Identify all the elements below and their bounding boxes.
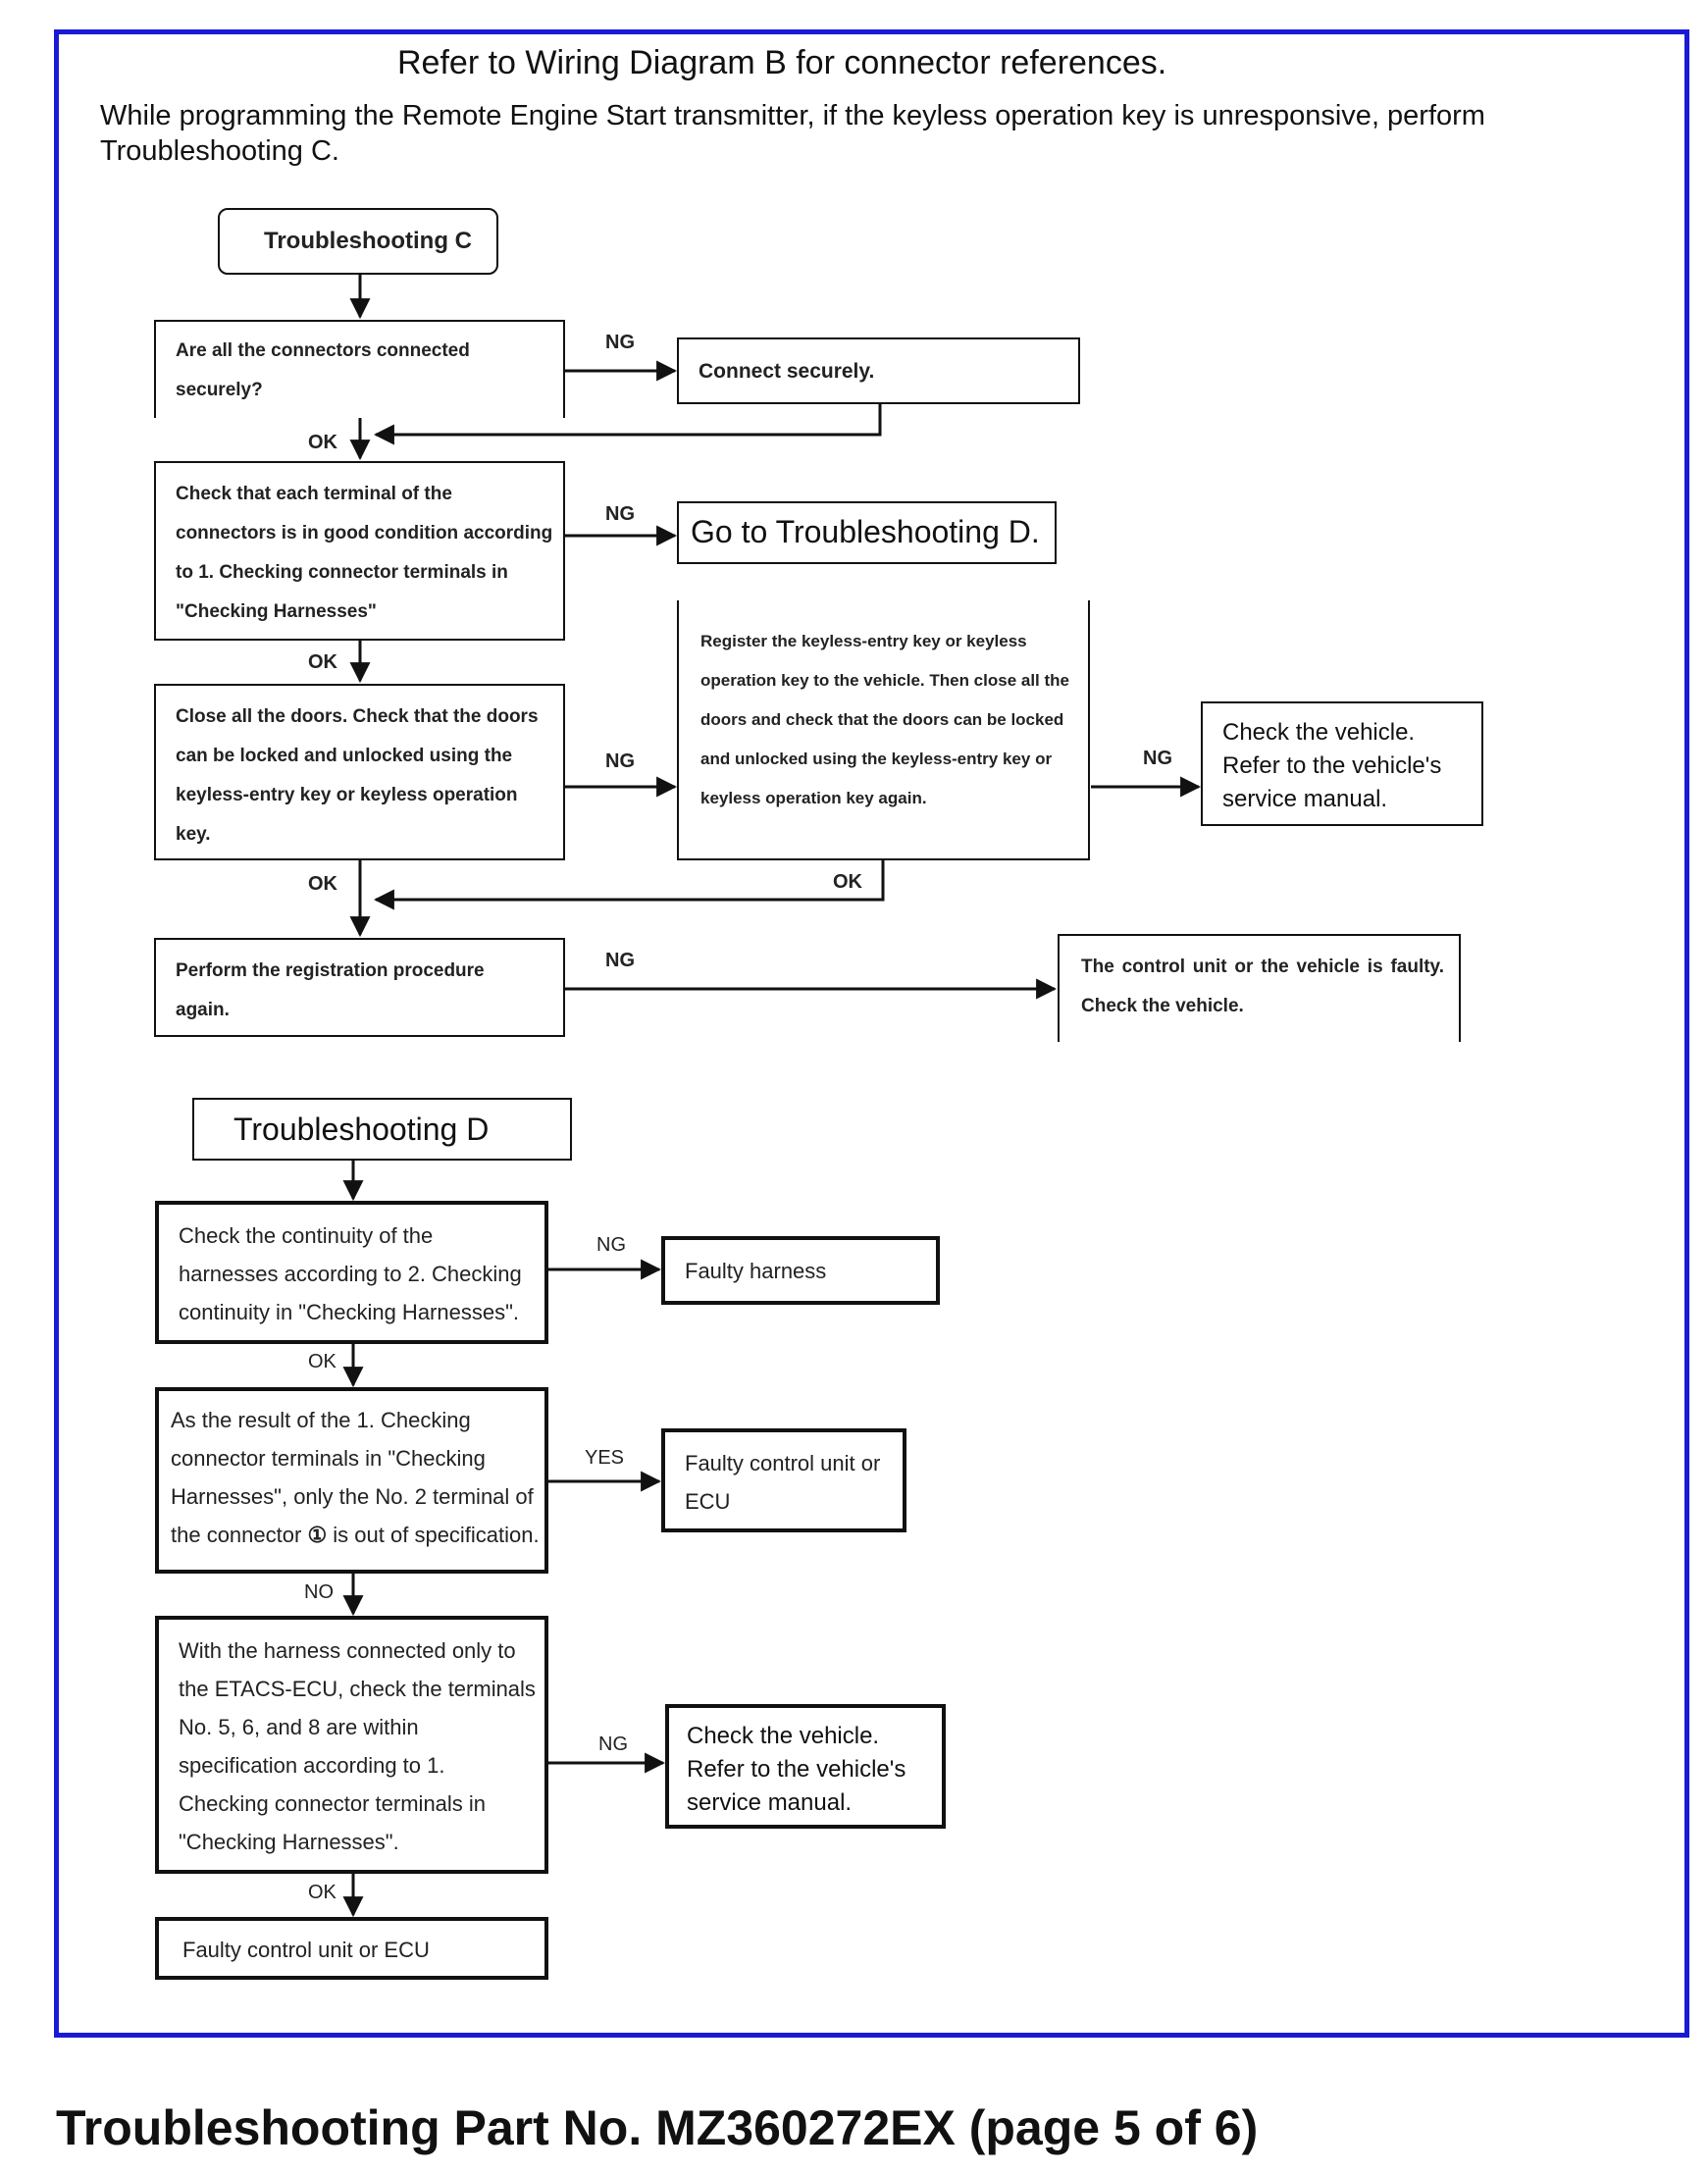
arrow-c-q3ng-ok [373,859,885,910]
flow-c-q3: Close all the doors. Check that the door… [154,684,565,860]
flow-c-q2-text: Check that each terminal of the connecto… [176,484,553,622]
flow-d-start: Troubleshooting D [192,1098,572,1161]
label-d-q1-ok: OK [308,1351,336,1372]
label-d-q2-no: NO [304,1581,334,1603]
label-d-q1-ng: NG [596,1234,626,1256]
flow-d-q2-text: As the result of the 1. Checking connect… [171,1401,548,1554]
label-c-q1-ng: NG [605,332,635,353]
flow-d-a3-ng-text: Check the vehicle. Refer to the vehicle'… [687,1723,906,1816]
flow-c-q3-ng-ng-text: Check the vehicle. Refer to the vehicle'… [1222,719,1442,812]
label-c-q3-ng: NG [605,750,635,772]
flow-c-start-label: Troubleshooting C [264,228,472,254]
page-footer: Troubleshooting Part No. MZ360272EX (pag… [56,2100,1259,2155]
intro-text: While programming the Remote Engine Star… [100,100,1485,167]
flow-d-start-label: Troubleshooting D [233,1112,490,1147]
flow-d-q2-text-before: As the result of the 1. Checking connect… [171,1408,534,1547]
flow-d-end-text: Faulty control unit or ECU [182,1938,430,1962]
flow-c-q3-text: Close all the doors. Check that the door… [176,706,539,845]
flow-d-a2-yes: Faulty control unit or ECU [661,1428,906,1532]
flow-d-q3-text: With the harness connected only to the E… [179,1638,536,1854]
flow-c-q2: Check that each terminal of the connecto… [154,461,565,641]
label-c-q1-ok: OK [308,432,337,453]
flow-c-q4-text: Perform the registration procedure again… [176,960,485,1020]
flow-c-start: Troubleshooting C [218,208,498,275]
flow-c-q4: Perform the registration procedure again… [154,938,565,1037]
page-title: Refer to Wiring Diagram B for connector … [397,44,1167,81]
flow-d-a2-yes-text: Faulty control unit or ECU [685,1451,881,1514]
label-d-q3-ok: OK [308,1882,336,1903]
flow-d-a3-ng: Check the vehicle. Refer to the vehicle'… [665,1704,946,1829]
flow-c-q1-text: Are all the connectors connected securel… [176,340,470,400]
flow-c-q3-ng-ng: Check the vehicle. Refer to the vehicle'… [1201,701,1483,826]
flow-c-q3-ng: Register the keyless-entry key or keyles… [677,600,1090,860]
page-frame [54,29,1689,2038]
flow-d-a1-ng: Faulty harness [661,1236,940,1305]
flow-d-q1-text: Check the continuity of the harnesses ac… [179,1223,522,1324]
label-c-q3ng-ng: NG [1143,748,1172,769]
flow-d-q3: With the harness connected only to the E… [155,1616,548,1874]
flow-d-q2-text-after: is out of specification. [333,1523,540,1547]
flow-c-q3-ng-text: Register the keyless-entry key or keyles… [700,632,1069,807]
flow-c-a2-ng-text: Go to Troubleshooting D. [691,514,1040,549]
flow-c-a4-ng: The control unit or the vehicle is fault… [1058,934,1461,1042]
flow-d-a1-ng-text: Faulty harness [685,1259,827,1283]
flow-c-a1-ng-text: Connect securely. [699,360,875,383]
label-c-q4-ng: NG [605,950,635,971]
label-c-q3-ok: OK [308,873,337,895]
flow-c-q1: Are all the connectors connected securel… [154,320,565,418]
label-c-q2-ng: NG [605,503,635,525]
flow-c-a2-ng: Go to Troubleshooting D. [677,501,1057,564]
label-d-q3-ng: NG [598,1733,628,1755]
connector-symbol-icon: ① [307,1523,328,1547]
arrow-c-a1-return [373,404,882,445]
label-d-q2-yes: YES [585,1447,625,1469]
flow-d-q2: As the result of the 1. Checking connect… [155,1387,548,1574]
flow-d-end: Faulty control unit or ECU [155,1917,548,1980]
flow-c-a1-ng: Connect securely. [677,337,1080,404]
flow-c-a4-ng-text: The control unit or the vehicle is fault… [1081,957,1444,1016]
label-c-q3ng-ok: OK [833,871,862,893]
label-c-q2-ok: OK [308,651,337,673]
flow-d-q1: Check the continuity of the harnesses ac… [155,1201,548,1344]
